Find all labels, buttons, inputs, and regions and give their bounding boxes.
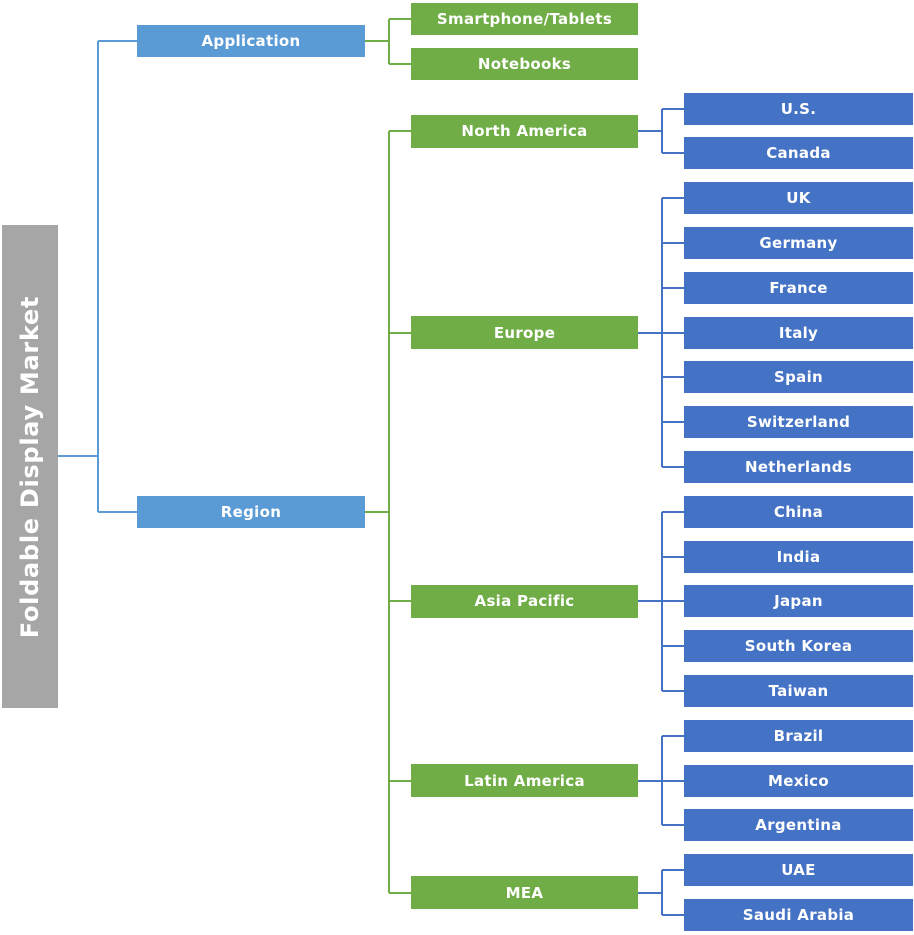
connector-line bbox=[98, 510, 137, 513]
connector-line bbox=[638, 130, 662, 132]
node-application: Application bbox=[137, 25, 365, 58]
connector-line bbox=[638, 600, 662, 603]
connector-line bbox=[662, 645, 684, 648]
connector-line bbox=[638, 779, 662, 782]
node-label: Taiwan bbox=[768, 682, 829, 700]
node-france: France bbox=[684, 271, 913, 304]
node-saudi-arabia: Saudi Arabia bbox=[684, 899, 913, 931]
connector-line bbox=[662, 421, 684, 424]
node-china: China bbox=[684, 495, 913, 528]
node-mexico: Mexico bbox=[684, 764, 913, 797]
connector-line bbox=[389, 62, 411, 65]
connector-line bbox=[638, 331, 662, 334]
node-label: Saudi Arabia bbox=[742, 906, 855, 924]
connector-line bbox=[638, 891, 662, 894]
node-netherlands: Netherlands bbox=[684, 451, 913, 483]
node-label: Application bbox=[201, 32, 301, 51]
node-switzerland: Switzerland bbox=[684, 406, 913, 439]
node-label: UK bbox=[786, 189, 811, 208]
node-label: Mexico bbox=[768, 771, 829, 790]
connector-line bbox=[662, 734, 684, 737]
connector-line bbox=[388, 19, 390, 64]
connector-line bbox=[662, 242, 684, 244]
node-region: Region bbox=[137, 495, 365, 528]
node-japan: Japan bbox=[684, 585, 913, 618]
node-north-america: North America bbox=[411, 114, 638, 148]
connector-line bbox=[662, 779, 684, 782]
node-brazil: Brazil bbox=[684, 719, 913, 752]
node-spain: Spain bbox=[684, 361, 913, 394]
node-india: India bbox=[684, 540, 913, 573]
node-label: Germany bbox=[759, 234, 838, 252]
node-label: Italy bbox=[778, 323, 819, 342]
node-smartphone-tablets: Smartphone/Tablets bbox=[411, 3, 638, 35]
connector-line bbox=[662, 376, 684, 379]
connector-line bbox=[662, 824, 684, 827]
node-label: Brazil bbox=[773, 726, 824, 745]
node-label: Netherlands bbox=[744, 458, 853, 476]
node-label: Latin America bbox=[464, 771, 585, 790]
node-label: Switzerland bbox=[746, 413, 851, 432]
connector-line bbox=[389, 600, 411, 603]
root-node-label: Foldable Display Market bbox=[16, 295, 44, 638]
node-label: UAE bbox=[781, 861, 816, 880]
connector-line bbox=[662, 152, 684, 155]
connector-line bbox=[662, 107, 684, 110]
connector-line bbox=[662, 600, 684, 603]
node-u-s: U.S. bbox=[684, 92, 913, 125]
node-label: U.S. bbox=[780, 99, 817, 118]
node-label: Notebooks bbox=[477, 54, 572, 73]
connector-line bbox=[662, 869, 684, 872]
node-label: Region bbox=[220, 502, 282, 521]
node-notebooks: Notebooks bbox=[411, 47, 638, 80]
node-label: Smartphone/Tablets bbox=[436, 10, 613, 28]
connector-line bbox=[365, 40, 389, 43]
connector-line bbox=[662, 331, 684, 334]
connector-line bbox=[58, 455, 98, 457]
node-canada: Canada bbox=[684, 137, 913, 170]
node-label: Spain bbox=[774, 368, 823, 387]
connector-line bbox=[661, 870, 663, 915]
connector-line bbox=[389, 779, 411, 782]
node-label: Asia Pacific bbox=[474, 592, 575, 611]
node-latin-america: Latin America bbox=[411, 764, 638, 798]
node-label: South Korea bbox=[744, 637, 853, 656]
node-asia-pacific: Asia Pacific bbox=[411, 584, 638, 618]
node-label: Canada bbox=[766, 144, 831, 163]
node-uae: UAE bbox=[684, 854, 913, 887]
node-germany: Germany bbox=[684, 227, 913, 259]
connector-line bbox=[365, 510, 389, 513]
node-label: MEA bbox=[505, 883, 544, 902]
node-label: China bbox=[773, 502, 824, 521]
node-argentina: Argentina bbox=[684, 809, 913, 842]
node-europe: Europe bbox=[411, 316, 638, 350]
connector-line bbox=[388, 131, 390, 893]
node-mea: MEA bbox=[411, 876, 638, 910]
node-label: Argentina bbox=[755, 816, 842, 835]
connector-line bbox=[389, 18, 411, 20]
node-taiwan: Taiwan bbox=[684, 675, 913, 707]
connector-line bbox=[662, 466, 684, 468]
connector-line bbox=[389, 331, 411, 334]
connector-line bbox=[98, 40, 137, 43]
node-label: Europe bbox=[493, 323, 556, 342]
connector-line bbox=[662, 690, 684, 692]
connector-line bbox=[661, 108, 663, 154]
connector-line bbox=[662, 914, 684, 916]
connector-line bbox=[662, 286, 684, 289]
node-label: North America bbox=[461, 122, 588, 140]
node-label: India bbox=[776, 547, 821, 566]
node-label: Japan bbox=[774, 592, 823, 611]
node-label: France bbox=[769, 278, 828, 297]
node-uk: UK bbox=[684, 182, 913, 215]
connector-line bbox=[389, 891, 411, 894]
connector-line bbox=[662, 510, 684, 513]
connector-line bbox=[662, 555, 684, 558]
connector-line bbox=[662, 197, 684, 200]
connector-line bbox=[97, 41, 99, 512]
node-south-korea: South Korea bbox=[684, 630, 913, 663]
connector-line bbox=[389, 130, 411, 132]
node-italy: Italy bbox=[684, 316, 913, 349]
root-node-foldable-display-market: Foldable Display Market bbox=[2, 225, 58, 708]
